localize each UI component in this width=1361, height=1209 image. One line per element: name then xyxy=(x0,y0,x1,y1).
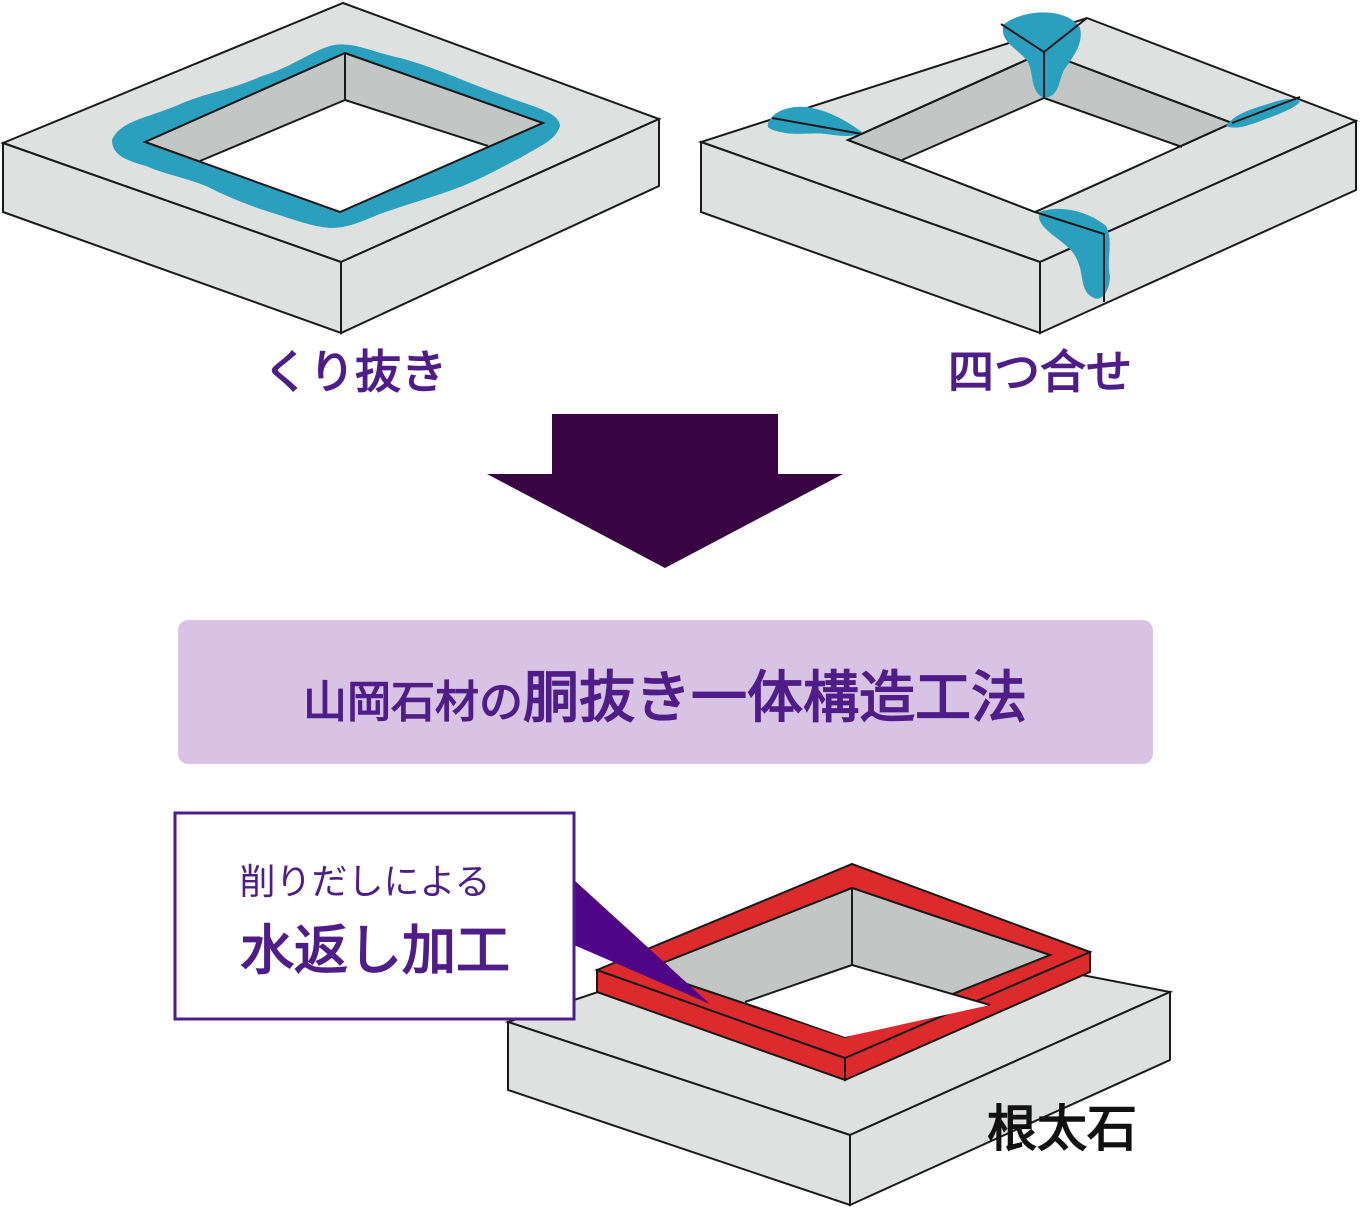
water-stain-hollowed xyxy=(112,44,560,228)
four-piece-block-front-right xyxy=(1039,119,1357,335)
method-banner-text: 山岡石材の胴抜き一体構造工法 xyxy=(303,666,1027,731)
label-four-piece: 四つ合せ xyxy=(948,345,1132,399)
label-base-stone: 根太石 xyxy=(987,1100,1137,1158)
four-piece-block xyxy=(697,12,1359,335)
method-banner-emphasis: 胴抜き一体構造工法 xyxy=(523,666,1027,731)
water-return-rim xyxy=(594,862,1093,1082)
label-hollowed: くり抜き xyxy=(263,345,447,399)
hollowed-block-front-right xyxy=(340,117,660,335)
callout-box xyxy=(173,811,576,1021)
down-arrow xyxy=(487,414,843,568)
callout-pointer xyxy=(574,880,710,1004)
method-banner-prefix: 山岡石材の xyxy=(303,677,523,728)
method-banner xyxy=(178,620,1153,764)
callout-line2: 水返し加工 xyxy=(240,919,510,982)
rim-hole-floor xyxy=(745,965,990,1037)
joint-seam-front xyxy=(1034,211,1105,302)
joint-seam-left xyxy=(771,117,863,135)
water-stain-joint-top xyxy=(1002,12,1081,99)
joint-seam-right xyxy=(1231,96,1301,124)
water-stain-joint-front xyxy=(1038,208,1110,299)
hollowed-block xyxy=(0,1,662,335)
four-piece-block-hole-floor xyxy=(902,98,1182,212)
callout-line1: 削りだしによる xyxy=(240,862,491,903)
hollowed-block-hole-floor xyxy=(200,100,488,212)
water-stain-joint-right xyxy=(1226,99,1300,128)
base-stone-front-right xyxy=(849,990,1171,1207)
water-stain-joint-left xyxy=(767,106,862,136)
